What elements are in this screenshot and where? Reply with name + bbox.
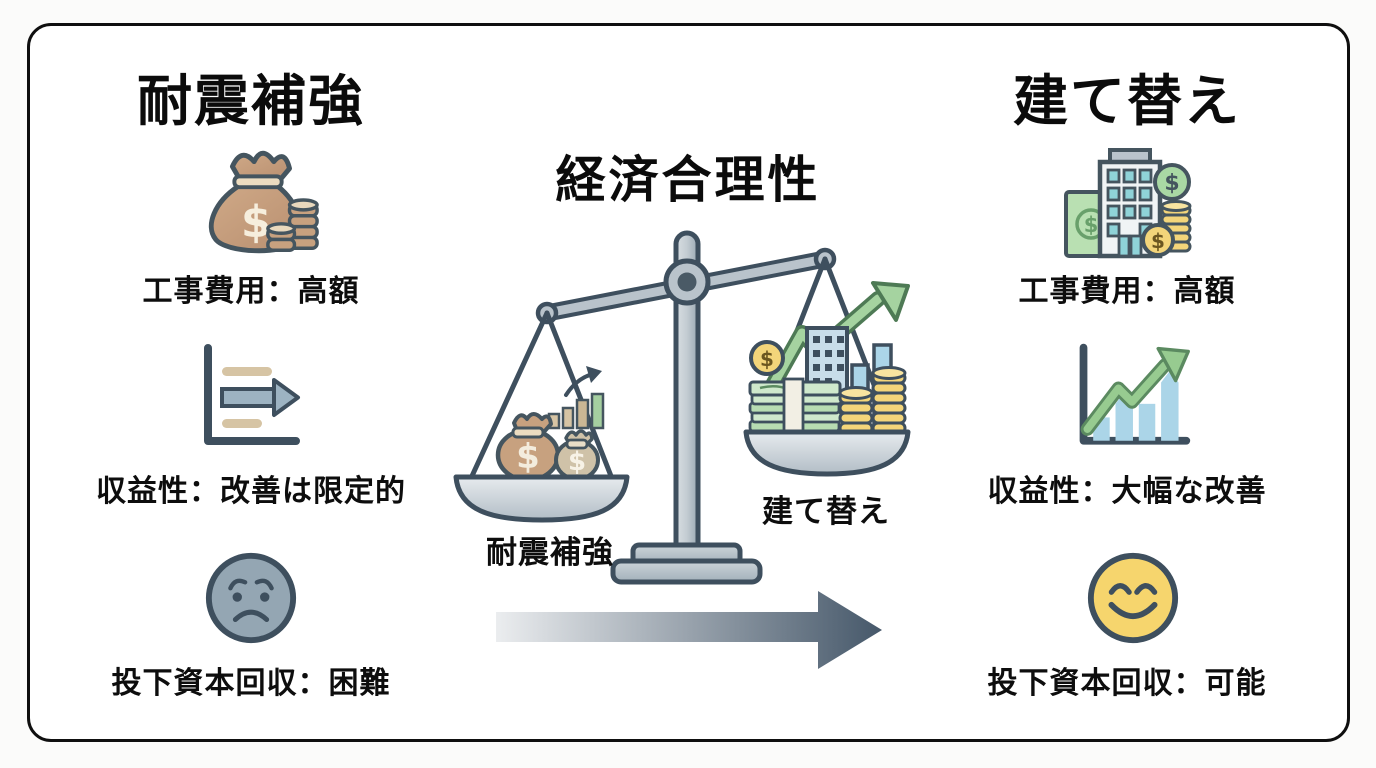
yellow-dollar-coin-front: $ bbox=[1141, 223, 1175, 257]
money-bag-large: $ bbox=[495, 412, 561, 483]
right-item-label-cost: 工事費用：高額 bbox=[1018, 275, 1236, 308]
right-pan-label: 建て替え bbox=[762, 494, 890, 529]
svg-text:$: $ bbox=[568, 447, 586, 477]
left-column-title: 耐震補強 bbox=[136, 70, 365, 132]
building-money-icon: $ $ $ bbox=[1064, 148, 1192, 259]
beige-bar-bottom bbox=[222, 419, 262, 428]
gradient-right-arrow-icon bbox=[496, 591, 882, 669]
left-pan-label: 耐震補強 bbox=[486, 535, 614, 570]
scale-base bbox=[610, 542, 763, 585]
svg-text:$: $ bbox=[1084, 213, 1099, 237]
left-item-label-profit: 収益性：改善は限定的 bbox=[96, 475, 406, 508]
green-dollar-coin: $ bbox=[1153, 163, 1191, 201]
growth-chart-icon bbox=[1079, 343, 1191, 445]
svg-text:$: $ bbox=[1164, 171, 1179, 196]
money-bag-icon: $ bbox=[208, 150, 319, 254]
right-pan-bowl bbox=[743, 429, 911, 477]
beige-bar-top bbox=[222, 367, 272, 376]
mini-bar-chart bbox=[547, 392, 605, 430]
svg-text:$: $ bbox=[516, 437, 540, 477]
right-item-label-profit: 収益性：大幅な改善 bbox=[987, 475, 1267, 508]
svg-text:$: $ bbox=[241, 197, 271, 247]
sad-face-icon bbox=[205, 552, 297, 644]
flat-arrow bbox=[220, 378, 300, 417]
yellow-dollar-coin: $ bbox=[749, 340, 785, 376]
bill-stack bbox=[748, 377, 843, 435]
svg-text:$: $ bbox=[760, 347, 774, 371]
left-item-label-cost: 工事費用：高額 bbox=[142, 275, 360, 308]
left-pan-bowl bbox=[453, 474, 630, 523]
right-item-label-recovery: 投下資本回収：可能 bbox=[987, 667, 1267, 700]
smiley-face-icon bbox=[1087, 552, 1179, 644]
mini-up-arrow bbox=[564, 366, 602, 397]
right-column-title: 建て替え bbox=[1012, 70, 1241, 132]
right-pan-contents: $ bbox=[748, 281, 910, 435]
flat-trend-chart-icon bbox=[204, 344, 300, 445]
blue-bars bbox=[1093, 370, 1179, 441]
coin-stack-b bbox=[871, 366, 907, 435]
coin-stack-a bbox=[838, 386, 874, 435]
balance-scale-icon: $ $ bbox=[453, 230, 911, 585]
money-bag-small: $ bbox=[554, 429, 600, 481]
svg-text:$: $ bbox=[1151, 229, 1165, 253]
green-up-arrow bbox=[1080, 346, 1190, 436]
coin-stack-short bbox=[266, 222, 297, 252]
center-title: 経済合理性 bbox=[555, 152, 821, 208]
left-item-label-recovery: 投下資本回収：困難 bbox=[111, 667, 391, 700]
